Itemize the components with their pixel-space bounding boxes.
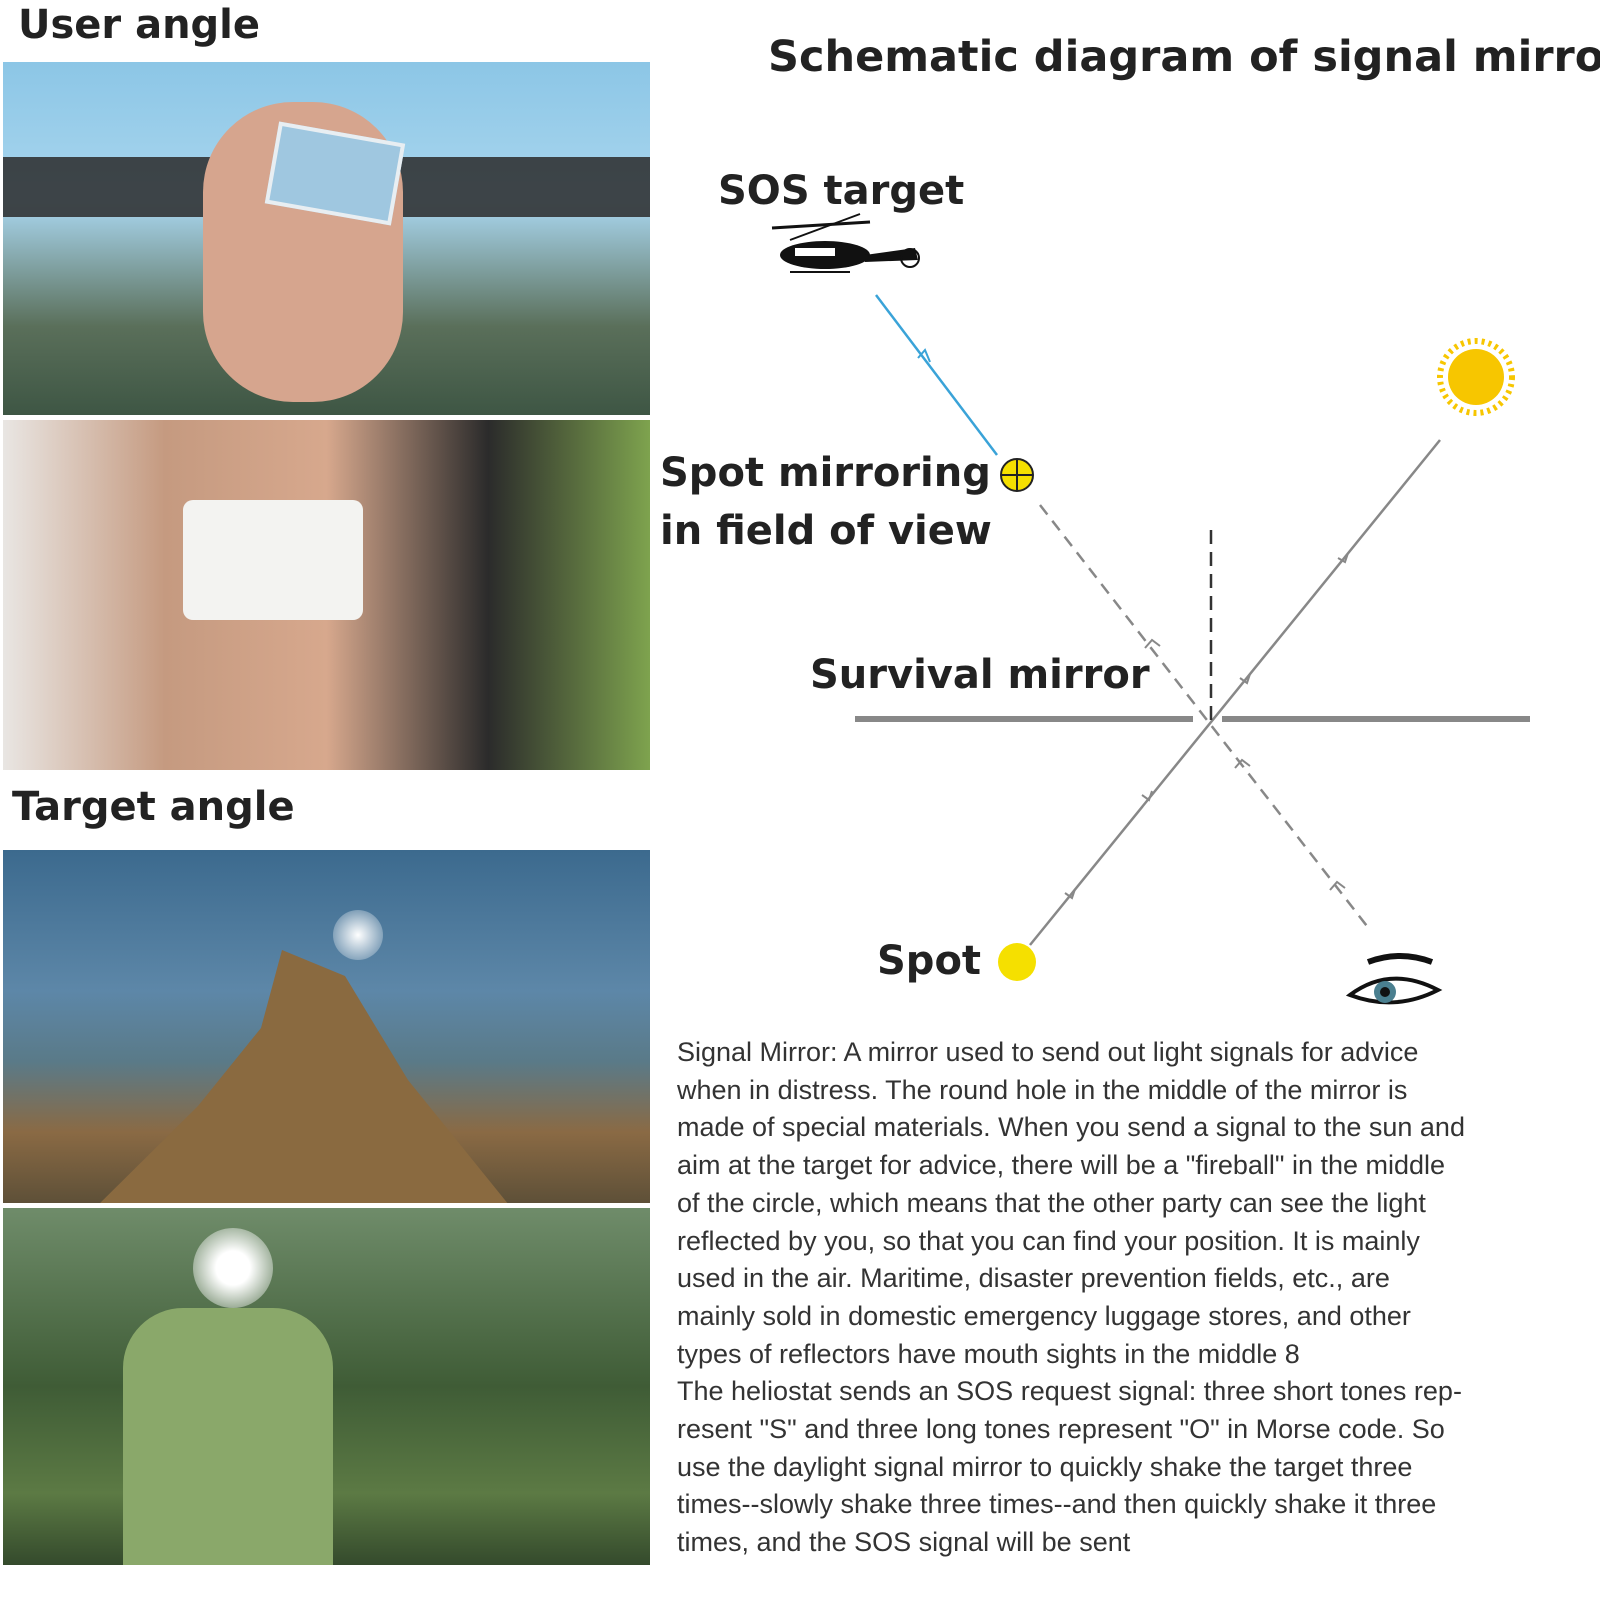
description-line: when in distress. The round hole in the … <box>677 1074 1408 1105</box>
crosshair-icon <box>1000 458 1034 492</box>
spot-mirroring-label-line1: Spot mirroring <box>660 450 991 496</box>
sos-target-label: SOS target <box>718 168 965 214</box>
photo-rock-with-flash <box>3 850 650 1203</box>
spot-label: Spot <box>877 938 982 984</box>
survival-mirror-label: Survival mirror <box>810 652 1150 698</box>
description-line: times, and the SOS signal will be sent <box>677 1527 1131 1558</box>
description-line: reflected by you, so that you can find y… <box>677 1225 1420 1256</box>
description-line: used in the air. Maritime, disaster prev… <box>677 1263 1390 1294</box>
target-line <box>875 294 998 456</box>
photo-hiker-with-flash <box>3 1208 650 1565</box>
photo-man-holding-mirror <box>3 62 650 415</box>
description-line: aim at the target for advice, there will… <box>677 1150 1446 1181</box>
signal-mirror-diagram <box>771 213 1530 1005</box>
description-line: Signal Mirror: A mirror used to send out… <box>677 1037 1419 1067</box>
description-line: of the circle, which means that the othe… <box>677 1187 1426 1218</box>
description-line: made of special materials. When you send… <box>677 1112 1465 1143</box>
spot-icon <box>998 943 1036 981</box>
description-line: times--slowly shake three times--and the… <box>677 1489 1437 1520</box>
description-line: types of reflectors have mouth sights in… <box>677 1338 1300 1369</box>
photo-man-gloved-mirror <box>3 420 650 770</box>
diagram-title: Schematic diagram of signal mirror <box>768 32 1600 82</box>
sun-icon <box>1437 338 1515 416</box>
spot-mirroring-label-line2: in field of view <box>660 508 992 554</box>
description-line: mainly sold in domestic emergency luggag… <box>677 1300 1411 1331</box>
target-angle-heading: Target angle <box>12 784 295 830</box>
description-text: Signal Mirror: A mirror used to send out… <box>677 1034 1465 1562</box>
description-line: resent "S" and three long tones represen… <box>677 1414 1445 1445</box>
eye-icon <box>1345 953 1443 1005</box>
helicopter-icon <box>771 213 920 273</box>
sun-ray-line <box>1029 439 1441 946</box>
description-line: use the daylight signal mirror to quickl… <box>677 1451 1413 1482</box>
description-line: The heliostat sends an SOS request signa… <box>677 1376 1462 1407</box>
user-angle-heading: User angle <box>18 2 261 48</box>
view-dashed-line <box>1039 504 1371 931</box>
